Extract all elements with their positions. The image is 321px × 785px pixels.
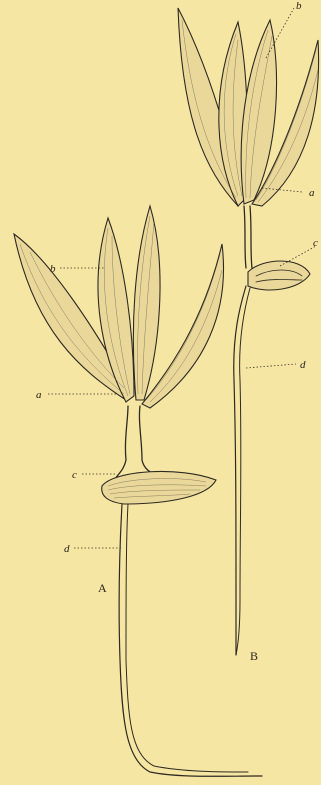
seedling-b-caption: B (250, 649, 258, 663)
seedling-a-label-d: d (64, 543, 70, 555)
seedling-b-label-a: a (309, 187, 315, 199)
seedling-a-stem (116, 406, 128, 478)
seedling-a-label-c: c (72, 469, 77, 481)
seedling-a: b a c d A (14, 206, 262, 776)
seedling-b-label-d: d (300, 359, 306, 371)
seedling-b-label-c: c (313, 237, 318, 249)
seedling-a-label-a: a (36, 389, 42, 401)
seedling-b-stem-upper (244, 206, 246, 268)
seedling-a-caption: A (98, 581, 107, 595)
seedling-a-label-b: b (50, 263, 56, 275)
seedling-b-label-b: b (296, 0, 302, 12)
seedling-b-leader-d (246, 364, 296, 368)
